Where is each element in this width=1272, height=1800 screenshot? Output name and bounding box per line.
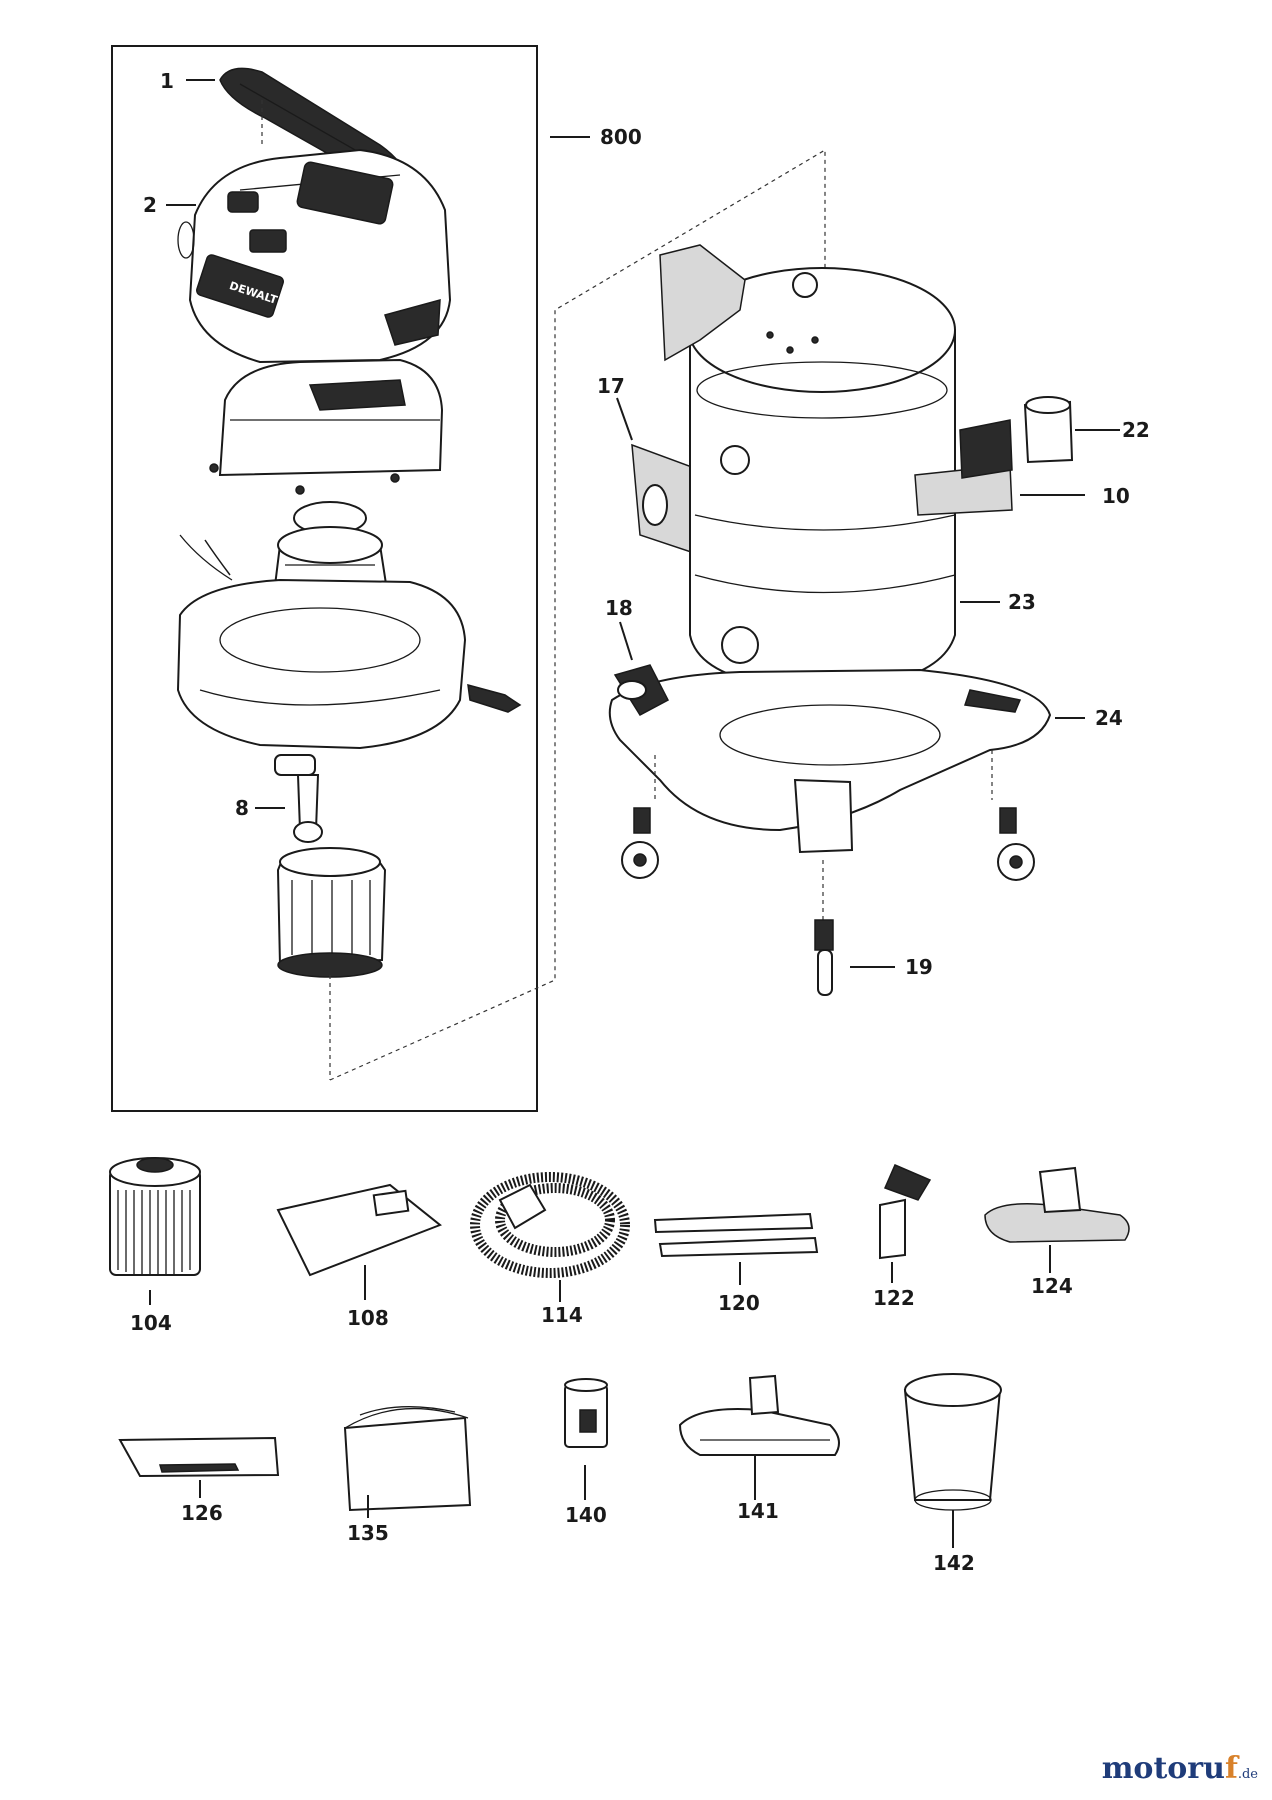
watermark-main: motoru <box>1101 1751 1225 1786</box>
callout-800: 800 <box>600 125 642 149</box>
callout-17: 17 <box>597 374 625 398</box>
callout-104: 104 <box>130 1311 172 1335</box>
part-140-filter-container <box>564 1378 608 1448</box>
callout-19: 19 <box>905 955 933 979</box>
callout-24: 24 <box>1095 706 1123 730</box>
callout-140: 140 <box>565 1503 607 1527</box>
callout-1: 1 <box>160 69 174 93</box>
caster-center-part-19 <box>814 860 834 996</box>
caster-left <box>621 755 659 879</box>
watermark-suffix: .de <box>1237 1767 1258 1782</box>
callout-142: 142 <box>933 1551 975 1575</box>
part-22-hose-port <box>1023 396 1074 464</box>
part-142-drum-liner <box>903 1373 1002 1511</box>
part-135-storage-bag <box>343 1406 472 1512</box>
part-108-dust-bag <box>276 1183 442 1277</box>
leader-lines <box>149 79 1120 1548</box>
part-18-swivel-port <box>613 664 670 716</box>
callout-124: 124 <box>1031 1274 1073 1298</box>
callout-114: 114 <box>541 1303 583 1327</box>
part-122-brush-nozzle <box>879 1164 932 1260</box>
filter-cage <box>276 847 387 978</box>
part-126-crevice-tool <box>118 1436 280 1478</box>
callout-8: 8 <box>235 796 249 820</box>
part-23-drum <box>688 267 956 692</box>
lid-base-ring <box>176 534 522 776</box>
part-24-base <box>608 668 1052 854</box>
callout-120: 120 <box>718 1291 760 1315</box>
callout-23: 23 <box>1008 590 1036 614</box>
callout-2: 2 <box>143 193 157 217</box>
caster-right <box>991 750 1035 881</box>
part-141-wet-nozzle <box>678 1374 840 1456</box>
part-120-extension-wands <box>653 1212 819 1258</box>
callout-108: 108 <box>347 1306 389 1330</box>
part-8-float-valve <box>293 774 323 843</box>
kit-800-frame <box>111 45 538 1112</box>
callout-141: 141 <box>737 1499 779 1523</box>
callout-135: 135 <box>347 1521 389 1545</box>
part-800-clip-top <box>659 244 746 362</box>
callout-122: 122 <box>873 1286 915 1310</box>
callout-22: 22 <box>1122 418 1150 442</box>
watermark-accent: f <box>1224 1751 1238 1786</box>
part-10-latch <box>914 419 1013 516</box>
callout-126: 126 <box>181 1501 223 1525</box>
callout-10: 10 <box>1102 484 1130 508</box>
part-2-motor-head: DEWALT <box>177 148 452 364</box>
callout-18: 18 <box>605 596 633 620</box>
part-114-hose <box>470 1172 630 1278</box>
motor-housing-lower <box>209 358 444 495</box>
part-104-cartridge-filter <box>109 1157 201 1276</box>
watermark-logo: motoruf.de <box>1102 1751 1258 1786</box>
part-124-floor-nozzle <box>984 1166 1130 1243</box>
